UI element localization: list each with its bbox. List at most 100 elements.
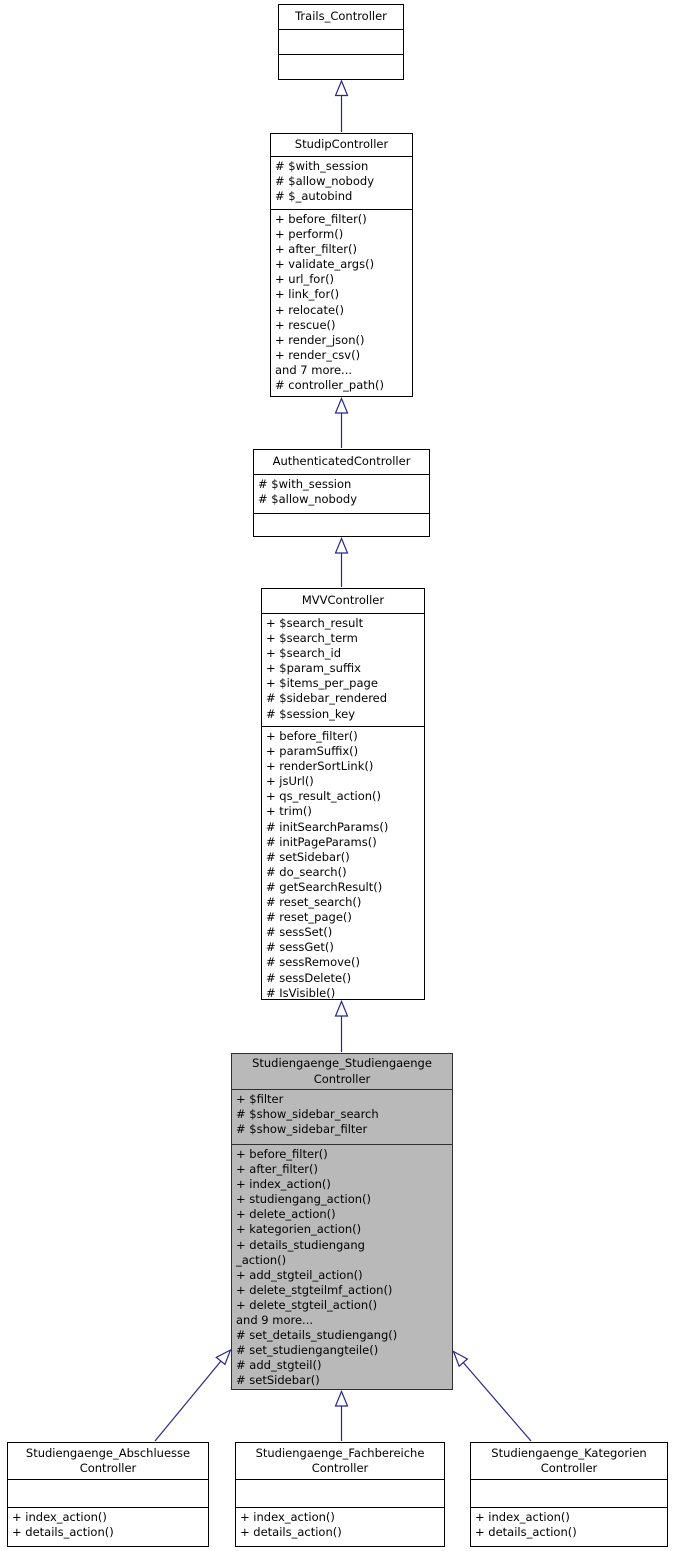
method-line: + studiengang_action() [236,1192,371,1207]
attribute-line: # $_autobind [275,189,353,204]
attribute-line: # $show_sidebar_filter [236,1122,368,1137]
attribute-line: # $session_key [266,706,356,721]
attribute-line: # $with_session [258,477,352,491]
method-line: + render_csv() [275,347,361,362]
methods-compartment: + before_filter()+ perform()+ after_filt… [271,209,412,396]
inheritance-arrowhead-icon [452,1350,469,1368]
method-line: # getSearchResult() [266,879,383,894]
method-line: + before_filter() [266,729,358,743]
method-line: + rescue() [275,317,336,332]
attribute-line: + $items_per_page [266,676,378,691]
class-title-line: Trails_Controller [295,9,387,24]
attributes-compartment [471,1479,667,1507]
method-line: + relocate() [275,302,344,317]
attribute-line: # $sidebar_rendered [266,691,388,706]
method-line: _action() [236,1252,287,1267]
inheritance-edge [154,1360,222,1442]
method-line: + render_json() [275,332,365,347]
class-box-authenticated-controller[interactable]: AuthenticatedController # $with_session#… [253,449,430,537]
method-line: + paramSuffix() [266,744,359,759]
method-line: + delete_action() [236,1207,336,1222]
attributes-compartment [8,1479,208,1507]
method-line: and 9 more... [236,1313,314,1328]
attribute-line: # $show_sidebar_search [236,1107,379,1122]
method-line: # initPageParams() [266,834,377,849]
method-line: + perform() [275,227,344,242]
methods-compartment: + index_action()+ details_action() [471,1507,667,1546]
attributes-compartment [279,29,403,54]
method-line: # sessGet() [266,940,334,955]
class-box-trails-controller[interactable]: Trails_Controller [278,4,404,80]
class-title-line: MVVController [301,593,385,608]
attribute-line: + $search_result [266,616,364,630]
method-line: + after_filter() [236,1162,318,1177]
class-title-line: Controller [313,1071,371,1086]
class-title-line: Controller [311,1461,369,1475]
class-title-line: Studiengaenge_Kategorien [491,1445,647,1460]
class-title-line: AuthenticatedController [272,454,411,469]
attributes-compartment: # $with_session# $allow_nobody [254,474,429,513]
class-title-line: Controller [79,1461,137,1475]
method-line: + index_action() [236,1177,331,1192]
method-line: + index_action() [475,1510,570,1524]
inheritance-arrowhead-icon [334,79,349,97]
class-title: Trails_Controller [279,5,403,29]
attribute-line: + $search_id [266,646,342,661]
class-title-line: Controller [540,1461,598,1475]
method-line: + after_filter() [275,242,357,257]
class-box-mvv-controller[interactable]: MVVController + $search_result+ $search_… [261,588,425,1000]
method-line: + trim() [266,804,312,819]
attribute-line: + $filter [236,1092,284,1106]
inheritance-arrowhead-icon [334,536,349,554]
attributes-compartment: # $with_session# $allow_nobody# $_autobi… [271,156,412,209]
method-line: + before_filter() [275,212,367,226]
class-title: MVVController [262,589,424,613]
class-box-studip-controller[interactable]: StudipController # $with_session# $allow… [270,133,413,397]
method-line: + index_action() [12,1510,107,1524]
class-title-line: Studiengaenge_Fachbereiche [255,1445,425,1460]
method-line: + details_action() [475,1525,577,1540]
method-line: + delete_stgteil_action() [236,1297,378,1312]
method-line: # controller_path() [275,378,385,393]
attribute-line: + $param_suffix [266,661,361,676]
class-title: AuthenticatedController [254,450,429,474]
method-line: # setSidebar() [236,1373,320,1388]
method-line: # add_stgteil() [236,1358,322,1373]
method-line: # set_studiengangteile() [236,1343,379,1358]
inheritance-edge [462,1362,532,1442]
inheritance-arrowhead-icon [334,1389,349,1407]
class-title-line: StudipController [294,137,389,152]
attributes-compartment: + $filter# $show_sidebar_search# $show_s… [232,1089,452,1144]
method-line: + before_filter() [236,1147,328,1161]
attributes-compartment: + $search_result+ $search_term+ $search_… [262,613,424,726]
inheritance-arrowhead-icon [215,1348,232,1366]
class-title-line: Studiengaenge_Abschluesse [25,1445,191,1460]
method-line: + details_studiengang [236,1237,365,1252]
method-line: # initSearchParams() [266,819,389,834]
attribute-line: + $search_term [266,631,358,646]
methods-compartment: + before_filter()+ after_filter()+ index… [232,1144,452,1389]
method-line: # set_details_studiengang() [236,1328,398,1343]
method-line: + kategorien_action() [236,1222,362,1237]
method-line: + validate_args() [275,257,375,272]
method-line: # IsVisible() [266,985,336,999]
methods-compartment: + index_action()+ details_action() [236,1507,444,1546]
method-line: + jsUrl() [266,774,314,789]
inheritance-arrowhead-icon [334,396,349,414]
method-line: # reset_page() [266,910,352,925]
method-line: + delete_stgteilmf_action() [236,1282,393,1297]
method-line: # sessSet() [266,925,333,940]
method-line: # reset_search() [266,895,362,910]
method-line: + url_for() [275,272,335,287]
method-line: + qs_result_action() [266,789,381,804]
method-line: # setSidebar() [266,849,350,864]
attribute-line: # $with_session [275,159,369,173]
